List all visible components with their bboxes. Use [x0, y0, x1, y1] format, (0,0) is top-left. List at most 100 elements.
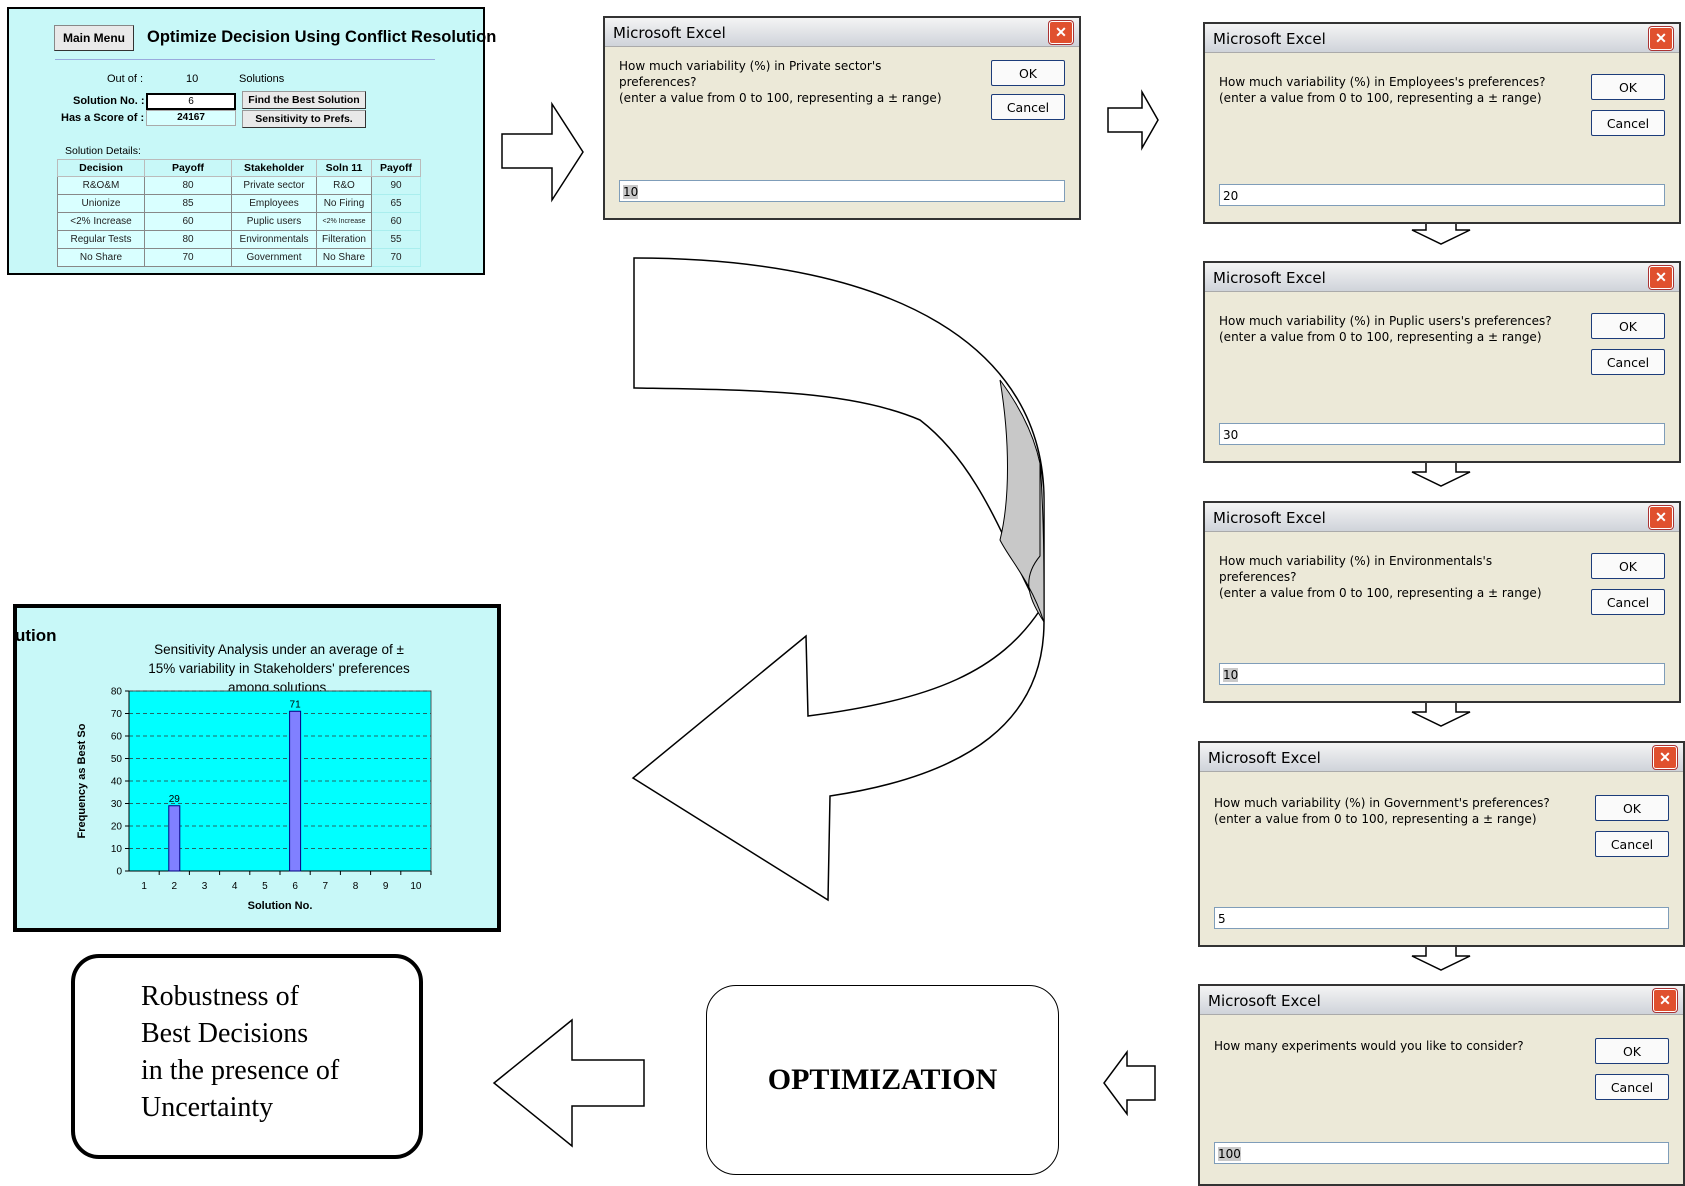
cell-decision[interactable]: No Share: [57, 248, 145, 267]
close-icon[interactable]: ✕: [1049, 21, 1073, 44]
cell-soln[interactable]: Filteration: [316, 230, 372, 249]
x-tick-label: 7: [323, 881, 329, 892]
variability-input[interactable]: 5: [1214, 907, 1669, 929]
ok-button[interactable]: OK: [1591, 74, 1665, 100]
arrow-to-robustness: [492, 1018, 645, 1148]
cell-payoff-2[interactable]: 70: [371, 248, 421, 267]
close-icon[interactable]: ✕: [1653, 746, 1677, 769]
spreadsheet-panel: Main Menu Optimize Decision Using Confli…: [7, 7, 496, 275]
close-icon[interactable]: ✕: [1653, 989, 1677, 1012]
sensitivity-bar-chart: Sensitivity Analysis under an average of…: [76, 642, 432, 912]
ok-button[interactable]: OK: [1591, 313, 1665, 339]
cell-payoff-2[interactable]: 60: [371, 212, 421, 231]
cancel-button[interactable]: Cancel: [1591, 110, 1665, 136]
sensitivity-button[interactable]: Sensitivity to Prefs.: [242, 110, 366, 128]
input-value: 10: [1223, 668, 1239, 682]
cell-payoff[interactable]: 70: [144, 248, 232, 267]
cell-payoff[interactable]: 85: [144, 194, 232, 213]
cell-decision[interactable]: <2% Increase: [57, 212, 145, 231]
arrow-dialog1-to-dialog2: [1107, 89, 1159, 151]
cell-payoff[interactable]: 80: [144, 230, 232, 249]
optimization-box: OPTIMIZATION: [706, 985, 1059, 1175]
y-tick-label: 20: [111, 822, 123, 833]
table-row: <2% Increase 60 Puplic users <2% Increas…: [57, 212, 421, 231]
main-menu-button[interactable]: Main Menu: [54, 25, 134, 51]
cell-soln[interactable]: No Firing: [316, 194, 372, 213]
cancel-button[interactable]: Cancel: [1595, 1074, 1669, 1100]
cell-soln[interactable]: R&O: [316, 176, 372, 195]
dialog-message: How much variability (%) in Employees's …: [1219, 75, 1546, 105]
ok-button[interactable]: OK: [1595, 795, 1669, 821]
x-tick-label: 9: [383, 881, 389, 892]
dialog-titlebar: Microsoft Excel ✕: [1200, 986, 1683, 1015]
cell-decision[interactable]: Regular Tests: [57, 230, 145, 249]
x-axis-label: Solution No.: [248, 900, 313, 912]
x-tick-label: 1: [141, 881, 147, 892]
find-best-solution-button[interactable]: Find the Best Solution: [242, 91, 366, 109]
table-row: Unionize 85 Employees No Firing 65: [57, 194, 421, 213]
dialog-titlebar: Microsoft Excel ✕: [605, 18, 1079, 47]
cancel-button[interactable]: Cancel: [1591, 349, 1665, 375]
variability-input[interactable]: 10: [1219, 663, 1665, 685]
cell-payoff[interactable]: 60: [144, 212, 232, 231]
solution-no-input[interactable]: 6: [146, 93, 236, 110]
cell-stakeholder[interactable]: Environmentals: [231, 230, 317, 249]
ok-button[interactable]: OK: [1591, 553, 1665, 579]
y-tick-label: 70: [111, 709, 123, 720]
cancel-button[interactable]: Cancel: [1591, 589, 1665, 615]
sheet-title: Optimize Decision Using Conflict Resolut…: [147, 28, 497, 46]
arrow-to-optimization: [1103, 1049, 1156, 1117]
cell-stakeholder[interactable]: Government: [231, 248, 317, 267]
x-tick-label: 10: [410, 881, 422, 892]
table-row: R&O&M 80 Private sector R&O 90: [57, 176, 421, 195]
experiments-input[interactable]: 100: [1214, 1142, 1669, 1164]
cell-stakeholder[interactable]: Puplic users: [231, 212, 317, 231]
variability-input[interactable]: 30: [1219, 423, 1665, 445]
dialog-message: How much variability (%) in Puplic users…: [1219, 314, 1552, 344]
cancel-button[interactable]: Cancel: [1595, 831, 1669, 857]
y-tick-label: 40: [111, 777, 123, 788]
cell-soln[interactable]: No Share: [316, 248, 372, 267]
cancel-button[interactable]: Cancel: [991, 94, 1065, 120]
input-value: 100: [1218, 1147, 1241, 1161]
sensitivity-chart-panel: ution Sensitivity Analysis under an aver…: [13, 604, 501, 932]
input-value: 5: [1218, 912, 1226, 926]
cell-soln[interactable]: <2% Increase: [316, 212, 372, 231]
cell-decision[interactable]: Unionize: [57, 194, 145, 213]
input-value: 30: [1223, 428, 1239, 442]
y-tick-label: 60: [111, 732, 123, 743]
close-icon[interactable]: ✕: [1649, 266, 1673, 289]
x-tick-label: 3: [202, 881, 208, 892]
ok-button[interactable]: OK: [1595, 1038, 1669, 1064]
cell-payoff-2[interactable]: 65: [371, 194, 421, 213]
dialog-message: How much variability (%) in Private sect…: [619, 59, 942, 105]
cell-payoff-2[interactable]: 55: [371, 230, 421, 249]
chart-title-line: 15% variability in Stakeholders' prefere…: [148, 661, 410, 676]
col-header-stakeholder: Stakeholder: [231, 159, 317, 177]
cell-decision[interactable]: R&O&M: [57, 176, 145, 195]
dialog-environmentals: Microsoft Excel ✕ How much variability (…: [1203, 501, 1681, 703]
dialog-titlebar: Microsoft Excel ✕: [1205, 263, 1679, 292]
variability-input[interactable]: 10: [619, 180, 1065, 202]
table-row: No Share 70 Government No Share 70: [57, 248, 421, 267]
close-icon[interactable]: ✕: [1649, 27, 1673, 50]
col-header-payoff-2: Payoff: [371, 159, 421, 177]
close-icon[interactable]: ✕: [1649, 506, 1673, 529]
x-tick-label: 6: [292, 881, 298, 892]
score-label: Has a Score of :: [61, 112, 145, 124]
ok-button[interactable]: OK: [991, 60, 1065, 86]
solutions-label: Solutions: [239, 73, 285, 85]
details-label: Solution Details:: [65, 145, 141, 157]
data-label: 71: [290, 699, 302, 710]
robustness-text: Robustness of Best Decisions in the pres…: [141, 978, 339, 1126]
curved-arrow-shadow: [999, 379, 1045, 624]
cell-payoff-2[interactable]: 90: [371, 176, 421, 195]
variability-input[interactable]: 20: [1219, 184, 1665, 206]
solution-no-label: Solution No. :: [73, 95, 145, 107]
cell-stakeholder[interactable]: Private sector: [231, 176, 317, 195]
y-tick-label: 80: [111, 687, 123, 698]
dialog-title: Microsoft Excel: [1213, 269, 1326, 287]
cell-stakeholder[interactable]: Employees: [231, 194, 317, 213]
cell-payoff[interactable]: 80: [144, 176, 232, 195]
dialog-title: Microsoft Excel: [613, 24, 726, 42]
